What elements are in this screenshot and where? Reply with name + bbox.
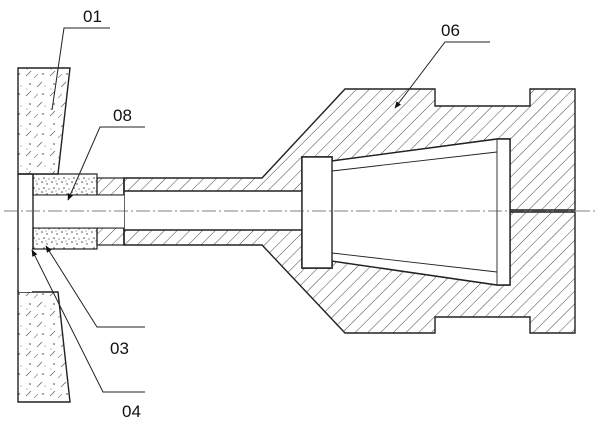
insert-bore: [33, 195, 124, 228]
abrasive-ring-upper: [32, 173, 98, 196]
label-04: 04: [122, 402, 141, 421]
grinding-wheel-upper: [17, 67, 71, 175]
sleeve-upper: [96, 177, 125, 196]
leader-01: [51, 27, 110, 111]
leader-08: [67, 126, 145, 201]
leader-04: [31, 249, 145, 393]
leader-06: [394, 41, 490, 109]
label-03: 03: [110, 339, 129, 358]
label-08: 08: [113, 106, 132, 125]
label-06: 06: [441, 21, 460, 40]
leader-03: [45, 245, 145, 328]
label-01: 01: [83, 7, 102, 26]
abrasive-ring-lower: [32, 227, 98, 250]
groove-ring: [301, 156, 333, 269]
grinding-wheel-lower: [17, 291, 71, 403]
holder-bore: [124, 191, 302, 230]
sleeve-lower: [96, 227, 125, 246]
